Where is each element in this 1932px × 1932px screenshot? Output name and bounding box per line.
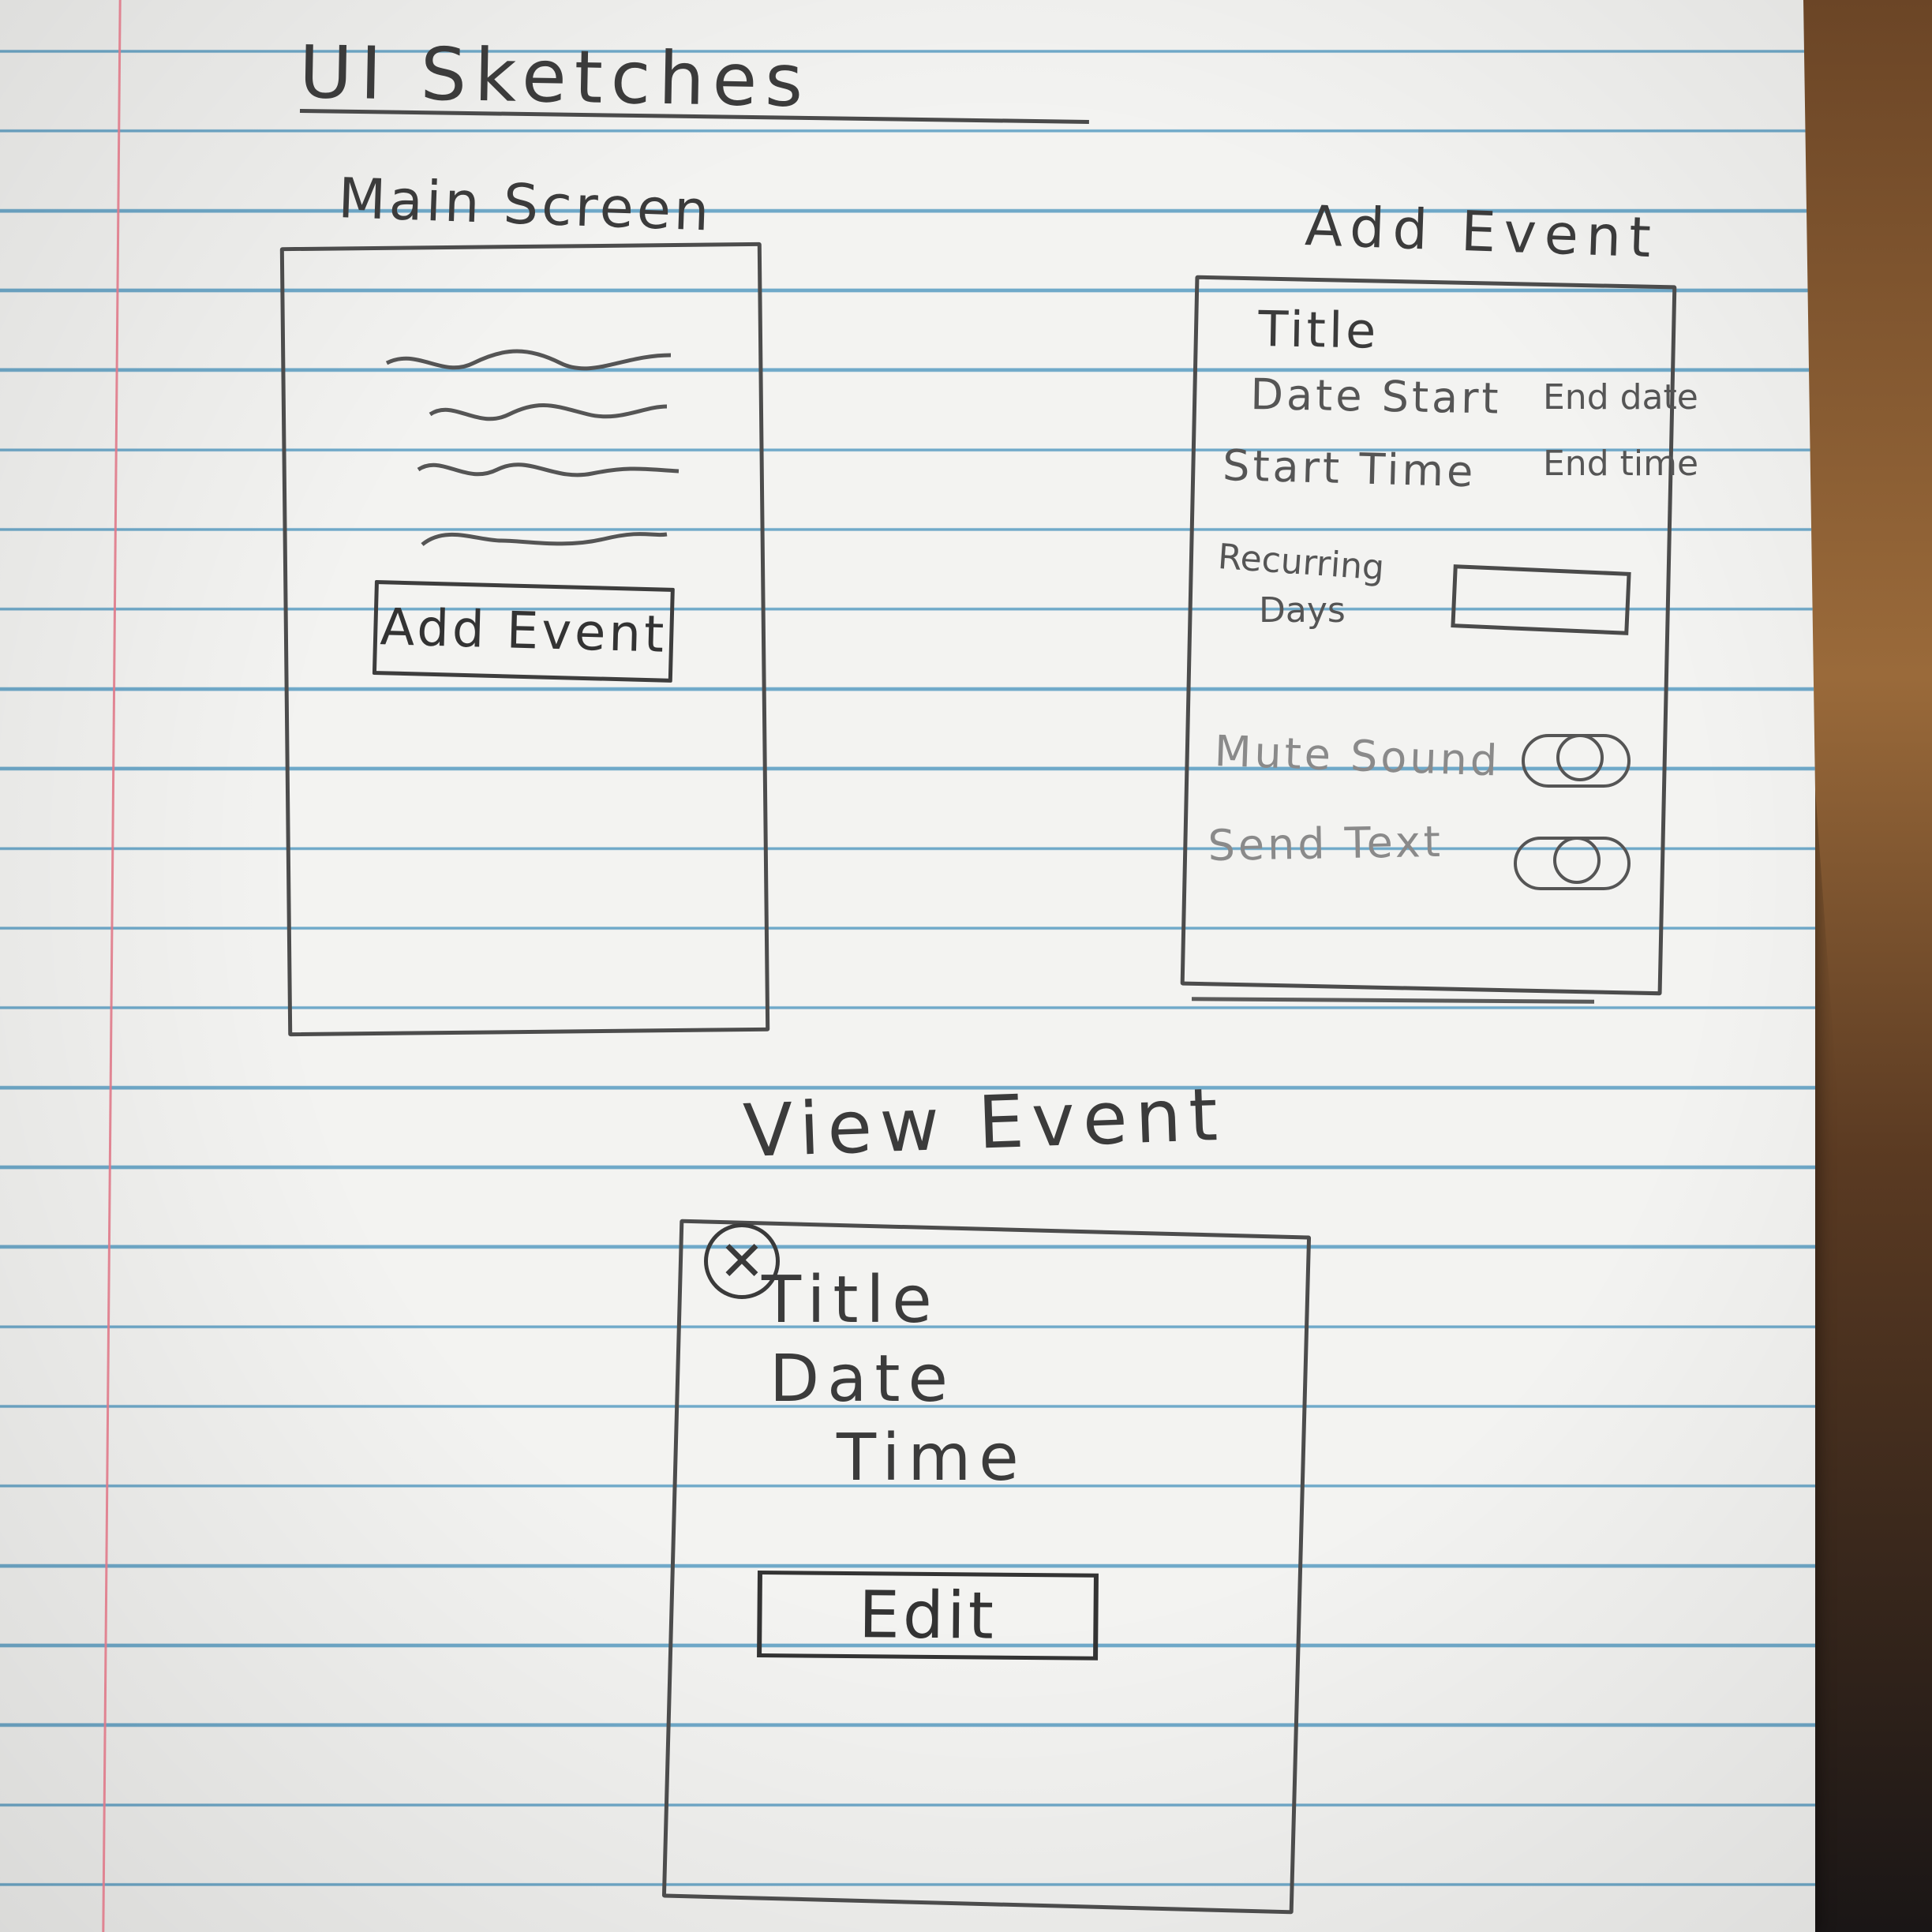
view-time-text: Time — [837, 1421, 1027, 1496]
date-start-field[interactable]: Date Start — [1249, 369, 1503, 424]
end-time-field[interactable]: End time — [1543, 444, 1699, 484]
add-event-title-field[interactable]: Title — [1257, 300, 1380, 360]
page-shading — [0, 0, 1815, 1932]
mute-sound-toggle[interactable] — [1522, 734, 1631, 788]
end-date-field[interactable]: End date — [1543, 377, 1698, 417]
notebook-page: UI Sketches Main Screen Add Event Add Ev… — [0, 0, 1815, 1932]
send-text-label: Send Text — [1208, 816, 1444, 871]
add-event-heading: Add Event — [1304, 193, 1661, 271]
recurring-days-input[interactable] — [1451, 564, 1631, 635]
mute-sound-label: Mute Sound — [1213, 726, 1502, 786]
start-time-field[interactable]: Start Time — [1222, 440, 1477, 497]
view-title-text: Title — [762, 1263, 940, 1338]
toggle-knob — [1553, 837, 1601, 884]
toggle-knob — [1556, 734, 1604, 781]
close-icon: ✕ — [718, 1229, 766, 1294]
view-event-frame — [661, 1219, 1312, 1915]
view-date-text: Date — [769, 1342, 956, 1417]
days-label: Days — [1259, 590, 1346, 631]
add-event-button[interactable]: Add Event — [372, 580, 675, 683]
close-button[interactable]: ✕ — [704, 1223, 780, 1299]
view-event-heading: View Event — [742, 1072, 1227, 1174]
send-text-toggle[interactable] — [1514, 837, 1631, 890]
edit-button[interactable]: Edit — [757, 1571, 1099, 1661]
main-screen-heading: Main Screen — [337, 166, 713, 244]
